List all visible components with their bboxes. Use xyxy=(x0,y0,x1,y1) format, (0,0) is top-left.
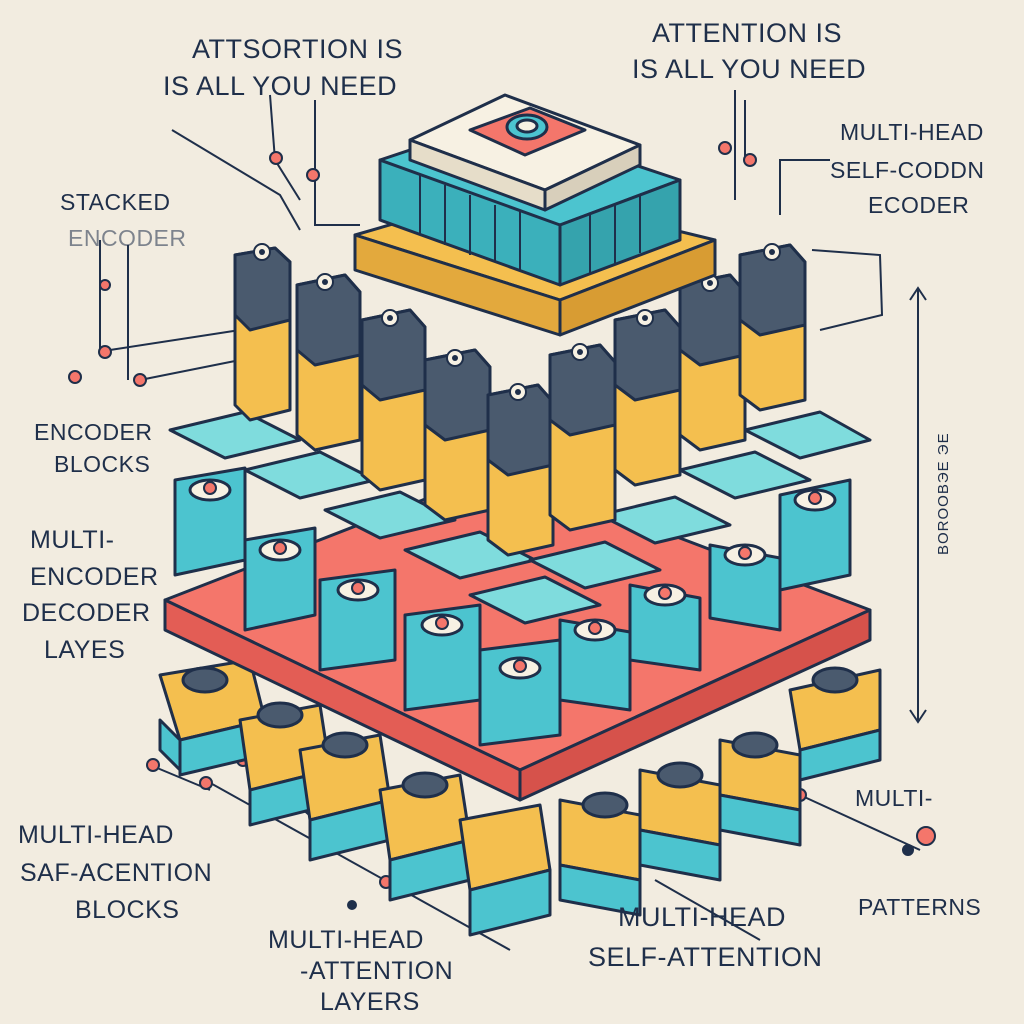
multi-layers-line-3: DECODER xyxy=(22,599,151,627)
connector-dots xyxy=(68,141,936,910)
left-bottom-line-1: MULTI-HEAD xyxy=(18,821,174,849)
center-bottom-line-3: LAYERS xyxy=(320,988,420,1016)
vertical-side-label: BOROOBЭЕ ЭЕ xyxy=(935,432,952,555)
middle-cube-grid xyxy=(168,410,872,747)
encoder-blocks-line-2: BLOCKS xyxy=(54,451,150,477)
patterns-label: PATTERNS xyxy=(858,894,981,920)
stacked-label-line-1: STACKED xyxy=(60,189,170,215)
multi-layers-line-2: ENCODER xyxy=(30,563,159,591)
title-right-line-1: ATTENTION IS xyxy=(652,18,842,48)
encoder-column-towers xyxy=(233,243,807,557)
multi-layers-line-4: LAYES xyxy=(44,636,125,664)
mhsa-right-line-2: SELF-CODDN xyxy=(830,157,985,183)
center-bottom-line-1: MULTI-HEAD xyxy=(268,926,424,954)
multi-right-label: MULTI- xyxy=(855,785,933,811)
right-bottom-line-2: SELF-ATTENTION xyxy=(588,942,823,972)
diagram-labels: ATTSORTION IS IS ALL YOU NEED ATTENTION … xyxy=(18,18,985,1016)
left-bottom-line-3: BLOCKS xyxy=(75,896,179,924)
mhsa-right-line-1: MULTI-HEAD xyxy=(840,119,984,145)
stacked-label-line-2: ENCODER xyxy=(68,225,187,251)
right-bottom-line-1: MULTI-HEAD xyxy=(618,902,786,932)
left-bottom-line-2: SAF-ACENTION xyxy=(20,859,212,887)
bottom-cube-layer xyxy=(158,658,882,937)
top-stacked-block xyxy=(353,93,717,337)
mhsa-right-line-3: ECODER xyxy=(868,192,969,218)
title-left-line-2: IS ALL YOU NEED xyxy=(163,71,397,101)
multi-layers-line-1: MULTI- xyxy=(30,526,114,554)
encoder-blocks-line-1: ENCODER xyxy=(34,419,153,445)
center-bottom-line-2: -ATTENTION xyxy=(300,957,453,985)
title-left-line-1: ATTSORTION IS xyxy=(192,34,403,64)
title-right-line-2: IS ALL YOU NEED xyxy=(632,54,866,84)
